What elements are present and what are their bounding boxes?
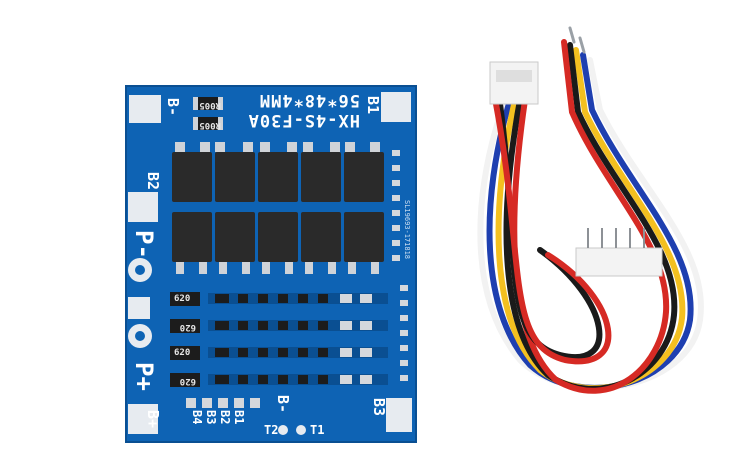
label-b2: B2 (144, 172, 162, 191)
label-b-minus-bottom: B- (274, 395, 292, 414)
mosfet-row-2-legs (176, 262, 379, 274)
label-t2: T2 (264, 423, 279, 437)
label-t1: T1 (310, 423, 325, 437)
resistor-label-2: R005 (199, 120, 221, 130)
mosfet-row-1 (175, 142, 380, 152)
board-dimensions: 56*48*4MM (258, 90, 360, 110)
thermistor-pad-t2 (278, 425, 288, 435)
pad-b3 (386, 398, 412, 432)
loose-header-connector (575, 228, 663, 277)
board-title: HX-4S-F30A (247, 110, 360, 130)
pin-label-b4: B4 (190, 410, 204, 425)
mosfet-bodies-2 (172, 212, 384, 262)
cell-resistor-label-4: 620 (179, 376, 196, 386)
shunt-resistor-1 (193, 97, 223, 110)
mosfet-bodies-1 (172, 152, 384, 202)
label-p-plus: P+ (130, 362, 158, 391)
pad-middle (128, 297, 150, 319)
label-p-minus: P- (130, 230, 158, 259)
label-b-plus: B+ (144, 410, 162, 429)
balance-resistor-rows (170, 292, 388, 387)
pin-label-b1: B1 (232, 410, 246, 425)
wire-harness (477, 39, 704, 394)
pad-b2 (128, 192, 158, 222)
right-side-components (392, 150, 408, 381)
harness-connector (489, 61, 539, 105)
shunt-resistor-2 (193, 117, 223, 130)
stripped-wire-ends (568, 26, 586, 54)
pin-label-b2: B2 (218, 410, 232, 425)
pad-b-plus (128, 404, 158, 434)
cell-resistor-label-3: 620 (174, 348, 191, 358)
pin-label-b3: B3 (204, 410, 218, 425)
pad-b1 (381, 92, 411, 122)
pcb-board (125, 85, 417, 443)
pad-b-minus-top (129, 95, 161, 123)
bottom-pin-pads (186, 398, 260, 408)
resistor-label-1: R005 (199, 100, 221, 110)
label-b1: B1 (364, 96, 382, 115)
label-b-minus-top: B- (164, 98, 182, 117)
thermistor-pad-t1 (296, 425, 306, 435)
cell-resistor-label-2: 620 (179, 322, 196, 332)
cell-resistor-label-1: 620 (174, 294, 191, 304)
label-b3: B3 (370, 398, 388, 417)
side-code: SL19693-171818 (403, 200, 411, 260)
